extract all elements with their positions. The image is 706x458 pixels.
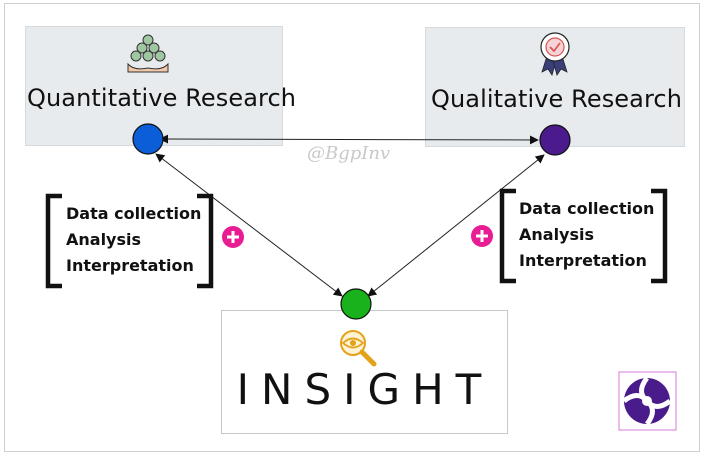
coins-in-hand-icon: [127, 34, 169, 73]
award-badge-icon: [540, 32, 570, 76]
quantitative-research-title: Quantitative Research: [27, 84, 297, 112]
insight-node-dot: [340, 288, 372, 320]
insight-box: [221, 310, 508, 434]
qualitative-step: Interpretation: [519, 251, 647, 270]
connector-qualitative-insight: [367, 154, 545, 297]
plus-badge-right: [471, 225, 493, 247]
quantitative-step: Analysis: [66, 230, 142, 249]
left-bracket-open: [45, 193, 62, 289]
plus-badge-left: [222, 226, 244, 248]
right-bracket-open: [499, 188, 516, 284]
qualitative-node-dot: [539, 124, 571, 156]
brand-logo-icon: [618, 371, 677, 431]
connector-quantitative-qualitative: [159, 134, 539, 145]
connector-quantitative-insight: [155, 153, 343, 297]
qualitative-research-title: Qualitative Research: [431, 85, 683, 113]
left-bracket-close: [197, 193, 214, 289]
quantitative-node-dot: [132, 123, 164, 155]
outer-frame: [4, 3, 700, 452]
right-bracket-close: [651, 188, 668, 284]
insight-title: INSIGHT: [236, 365, 494, 414]
qualitative-step: Data collection: [519, 199, 655, 218]
eye-magnifier-icon: [340, 330, 377, 367]
